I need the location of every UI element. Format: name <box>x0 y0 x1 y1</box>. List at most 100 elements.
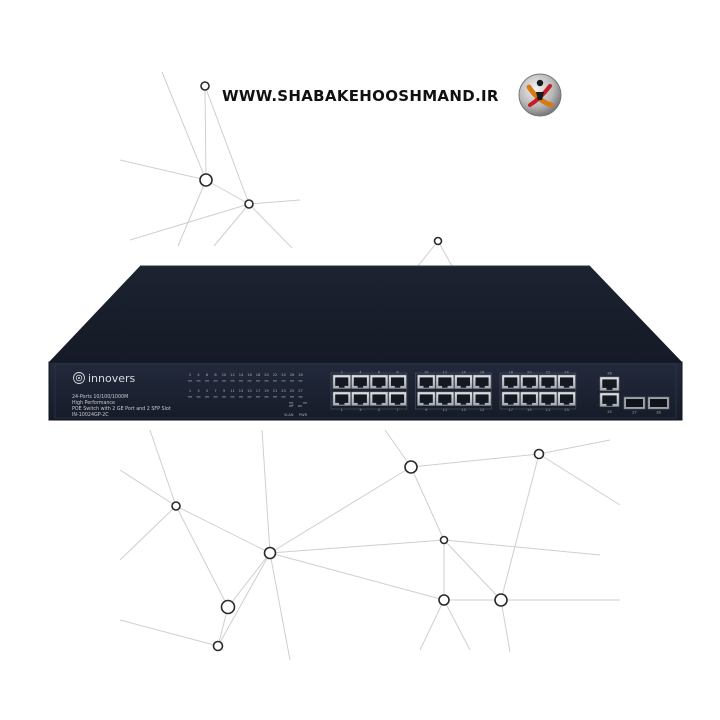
led-number-top: 6 <box>206 373 209 377</box>
rj45-port[interactable] <box>454 374 473 389</box>
led-number-bottom: 3 <box>197 389 199 393</box>
rj45-port[interactable] <box>557 391 576 406</box>
rj45-port[interactable] <box>369 374 388 389</box>
port-number-top: 10 <box>424 371 429 375</box>
led-indicator <box>196 380 201 382</box>
port-number-top: 12 <box>443 371 448 375</box>
rj45-port[interactable] <box>417 391 436 406</box>
led-number-bottom: 23 <box>281 389 286 393</box>
port-number-top: 16 <box>480 371 485 375</box>
led-number-top: 8 <box>214 373 217 377</box>
sfp-slot-group: 27 28 <box>623 396 670 415</box>
sfp-slot[interactable] <box>647 396 670 410</box>
innovers-logo-icon <box>73 372 85 384</box>
rj45-port[interactable] <box>501 374 520 389</box>
led-number-bottom: 1 <box>189 389 191 393</box>
port-number-top: 18 <box>508 371 513 375</box>
rj45-port[interactable] <box>454 391 473 406</box>
led-indicator <box>298 380 303 382</box>
model-number: IN-10024GP-2C <box>72 412 109 418</box>
led-number-top: 16 <box>247 373 252 377</box>
rj45-port[interactable] <box>538 391 557 406</box>
rj45-port[interactable] <box>557 374 576 389</box>
led-number-bottom: 21 <box>273 389 278 393</box>
rj45-port[interactable] <box>473 374 492 389</box>
rj45-port[interactable] <box>388 374 407 389</box>
spec-line-3: POE Switch with 2 GE Port and 2 SFP Slot <box>72 406 171 412</box>
pwr-led <box>303 402 307 404</box>
rj45-port[interactable] <box>435 374 454 389</box>
spec-line-2: High Performance <box>72 400 115 406</box>
rj45-port[interactable] <box>332 374 351 389</box>
led-number-top: 20 <box>264 373 269 377</box>
rj45-port[interactable] <box>351 374 370 389</box>
led-indicator <box>290 396 294 398</box>
rj45-port[interactable] <box>520 391 539 406</box>
led-indicator <box>273 380 277 382</box>
port-number-top: 20 <box>527 371 532 375</box>
port-number-top: 8 <box>396 371 399 375</box>
port-number-bottom: 1 <box>341 408 343 412</box>
led-indicator <box>222 396 226 398</box>
port-number-top: 24 <box>564 371 569 375</box>
rj45-port[interactable] <box>351 391 370 406</box>
led-indicator <box>222 380 226 382</box>
led-indicator <box>290 380 294 382</box>
led-indicator <box>239 396 243 398</box>
port-number-bottom: 5 <box>378 408 380 412</box>
led-indicator <box>196 396 201 398</box>
led-indicator <box>213 380 218 382</box>
rj45-port[interactable] <box>520 374 539 389</box>
led-number-bottom: 19 <box>264 389 269 393</box>
led-number-top: 14 <box>239 373 244 377</box>
led-number-top: 18 <box>256 373 261 377</box>
led-indicator <box>281 380 286 382</box>
sfp-slot[interactable] <box>623 396 646 410</box>
led-indicator <box>264 380 269 382</box>
rj45-port[interactable] <box>501 391 520 406</box>
led-indicator <box>230 396 235 398</box>
sfp-number: 27 <box>632 411 637 415</box>
led-number-top: 10 <box>222 373 227 377</box>
rj45-port[interactable] <box>538 374 557 389</box>
port-number-bottom: 15 <box>480 408 485 412</box>
port-number-bottom: 13 <box>461 408 466 412</box>
rj45-port[interactable] <box>332 391 351 406</box>
led-number-top: 28 <box>298 373 303 377</box>
led-indicator <box>230 380 235 382</box>
rj45-port[interactable] <box>473 391 492 406</box>
rj45-port[interactable] <box>417 374 436 389</box>
uplink-rj45-port[interactable] <box>599 392 620 407</box>
brand-name: innovers <box>88 372 136 385</box>
rj45-port[interactable] <box>435 391 454 406</box>
led-indicator <box>298 396 303 398</box>
led-number-bottom: 9 <box>223 389 226 393</box>
rj45-port[interactable] <box>388 391 407 406</box>
led-number-top: 24 <box>281 373 286 377</box>
port-number-top: 2 <box>341 371 343 375</box>
led-indicator <box>188 380 192 382</box>
rj45-port[interactable] <box>369 391 388 406</box>
port-number-bottom: 11 <box>443 408 448 412</box>
led-indicator <box>239 380 243 382</box>
led-indicator <box>205 380 209 382</box>
led-indicator <box>281 396 286 398</box>
led-number-top: 4 <box>197 373 200 377</box>
uplink-rj45-port[interactable] <box>599 376 620 391</box>
port-number-top: 22 <box>546 371 551 375</box>
led-number-bottom: 5 <box>206 389 208 393</box>
watermark: WWW.SHABAKEHOOSHMAND.IR <box>222 80 499 112</box>
spec-line-1: 24-Ports 10/100/1000M <box>72 394 128 400</box>
sfp-number: 28 <box>656 411 661 415</box>
led-on-label: on <box>298 404 302 408</box>
shabakeh-hooshmand-logo-icon <box>518 73 562 117</box>
led-indicator <box>247 396 252 398</box>
led-indicator <box>256 380 260 382</box>
port-number-bottom: 21 <box>546 408 551 412</box>
port-number-bottom: 23 <box>564 408 569 412</box>
